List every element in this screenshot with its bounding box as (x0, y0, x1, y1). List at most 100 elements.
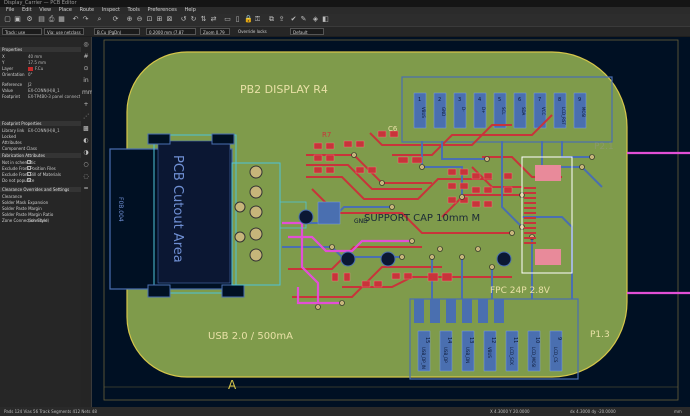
library-link-label: Library link (2, 128, 25, 133)
mirror-v-icon[interactable]: ⇅ (200, 15, 207, 23)
main-toolbar: ▢ ▣ ⚙ ▤ ⎙ ▦ ↶ ↷ ⌕ ⟳ ⊕ ⊖ ⊡ ⊞ ⊠ ↺ ↻ ⇅ ⇄ ▭ … (0, 14, 690, 27)
zoom-fit-icon[interactable]: ⊡ (146, 15, 153, 23)
attr-checkbox[interactable] (27, 160, 31, 164)
menu-preferences[interactable]: Preferences (147, 7, 177, 13)
mirror-h-icon[interactable]: ⇄ (210, 15, 217, 23)
rotate-ccw-icon[interactable]: ↺ (180, 15, 187, 23)
refresh-icon[interactable]: ⟳ (112, 15, 119, 23)
via-size-select[interactable]: Via: use netclass sizes (44, 28, 84, 42)
zone-fill-icon[interactable]: ▩ (83, 125, 89, 132)
net-color-icon[interactable]: ◑ (83, 149, 89, 156)
prop-value[interactable]: 40 mm (28, 54, 43, 59)
scripting-icon[interactable]: ✎ (300, 15, 307, 23)
footprint-value[interactable]: EX-TP4B0-3 panel connector (28, 94, 80, 99)
usb-connector (231, 162, 281, 286)
drc-marker-icon[interactable]: ◎ (83, 41, 89, 48)
zoom-select[interactable]: Zoom 0.79 (200, 28, 230, 35)
zoom-in-icon[interactable]: ⊕ (126, 15, 133, 23)
attr-row: Exclude From Position Files (2, 166, 56, 171)
attr-checkbox[interactable] (27, 166, 31, 170)
top-pin-net: MOSI (581, 107, 586, 117)
menu-tools[interactable]: Tools (127, 7, 140, 13)
fpc-pad (535, 249, 561, 265)
print-icon[interactable]: ⎙ (48, 15, 55, 23)
zone-connection-value[interactable]: (inherited) (28, 218, 50, 223)
units-mm-icon[interactable]: mm (82, 89, 94, 96)
top-pin-num: 4 (478, 97, 481, 103)
menu-view[interactable]: View (39, 7, 52, 13)
drc-icon[interactable]: ✔ (290, 15, 297, 23)
grid-select[interactable]: 0.2000 mm (7.87 mils) (146, 28, 196, 42)
preset-select[interactable]: Default (290, 28, 324, 35)
override-locks-toggle[interactable]: Override locks (238, 29, 267, 34)
bottom-pin-num: 12 (490, 337, 496, 343)
units-inch-icon[interactable]: in (83, 77, 89, 84)
section-fabrication: Fabrication Attributes (0, 153, 81, 158)
group-icon[interactable]: ▭ (224, 15, 231, 23)
bottom-pin-nets: USB_DP_IN USB_DP USB_DN VBUS LCD_SCK LCD… (421, 347, 558, 369)
mount-tab (147, 133, 171, 145)
track-outline-icon[interactable]: ═ (84, 185, 88, 192)
find-icon[interactable]: ⌕ (97, 15, 102, 23)
reference-value[interactable]: J2 (28, 82, 32, 87)
menu-route[interactable]: Route (79, 7, 95, 13)
page-settings-icon[interactable]: ▤ (38, 15, 45, 23)
pad-outline-icon[interactable]: ○ (83, 161, 89, 168)
netlist-icon[interactable]: ⧉ (269, 15, 274, 23)
status-delta: dx 4.3000 dy -20.0000 (570, 409, 616, 414)
prop-value[interactable]: 17.5 mm (28, 60, 46, 65)
attr-checkbox[interactable] (27, 178, 31, 182)
layer-pair-icon[interactable]: ◧ (322, 15, 329, 23)
zoom-objects-icon[interactable]: ⊞ (156, 15, 163, 23)
bottom-pin-num: 13 (468, 337, 474, 343)
track-width-select[interactable]: Track: use netclass width (2, 28, 42, 42)
active-layer-select[interactable]: B.Cu (PgDn) (94, 28, 140, 35)
top-pin-nets: VBUS GND D- D+ SCL SDA VCC LCD_RST MOSI (421, 107, 586, 125)
undo-icon[interactable]: ↶ (72, 15, 79, 23)
layer-color-swatch (28, 67, 33, 71)
ratsnest-icon[interactable]: ⋰ (83, 113, 89, 120)
pcb-drawing[interactable]: PCB Cutout Area F0B.004 PB2 DISPLAY R4 1… (92, 37, 690, 407)
status-units[interactable]: mm (674, 409, 682, 414)
save-icon[interactable]: ▣ (14, 15, 21, 23)
library-link-value[interactable]: EX-CONN(H)8_1 (28, 128, 60, 133)
clearance-row: Solder Mask Expansion (2, 200, 49, 205)
menu-file[interactable]: File (6, 7, 15, 13)
ungroup-icon[interactable]: ▯ (235, 15, 240, 23)
bottom-pin-net: USB_DP (443, 347, 448, 363)
plot-icon[interactable]: ▦ (58, 15, 65, 23)
prop-value[interactable]: 0° (28, 72, 33, 77)
rotate-cw-icon[interactable]: ↻ (190, 15, 197, 23)
menu-inspect[interactable]: Inspect (101, 7, 120, 13)
menu-place[interactable]: Place (58, 7, 73, 13)
3d-viewer-icon[interactable]: ◈ (312, 15, 319, 23)
redo-icon[interactable]: ↷ (82, 15, 89, 23)
attr-checkbox[interactable] (27, 172, 31, 176)
polar-coords-icon[interactable]: ⊙ (83, 65, 89, 72)
window-titlebar: Display_Carrier — PCB Editor (0, 0, 690, 7)
bottom-pin-net: LCD_CS (553, 347, 558, 363)
menu-help[interactable]: Help (184, 7, 196, 13)
new-board-icon[interactable]: ▢ (4, 15, 11, 23)
bottom-pin-nums: 15 14 13 12 11 10 9 (424, 337, 562, 343)
lock-icon[interactable]: 🔒 (244, 15, 253, 23)
zoom-out-icon[interactable]: ⊖ (136, 15, 143, 23)
high-contrast-icon[interactable]: ◐ (83, 137, 89, 144)
regulator-ic (317, 201, 341, 225)
update-pcb-icon[interactable]: ⇪ (278, 15, 285, 23)
mid-pads (414, 299, 504, 323)
prop-value[interactable]: F.Cu (35, 66, 44, 71)
value-value[interactable]: EX-CONN(H)8_1 (28, 88, 60, 93)
support-cap-label: SUPPORT CAP 10mm M (364, 213, 480, 224)
pcb-canvas[interactable]: PCB Cutout Area F0B.004 PB2 DISPLAY R4 1… (92, 37, 690, 407)
zoom-selection-icon[interactable]: ⊠ (166, 15, 173, 23)
clearance-row: Solder Paste Margin (2, 206, 42, 211)
board-setup-icon[interactable]: ⚙ (26, 15, 33, 23)
via-outline-icon[interactable]: ◌ (83, 173, 89, 180)
mount-tab (221, 284, 245, 298)
unlock-icon[interactable]: ⚿ (254, 15, 261, 23)
grid-toggle-icon[interactable]: # (83, 53, 89, 60)
bottom-pin-net: LCD_MOSI (531, 347, 536, 367)
menu-edit[interactable]: Edit (21, 7, 32, 13)
cursor-shape-icon[interactable]: + (83, 101, 89, 108)
